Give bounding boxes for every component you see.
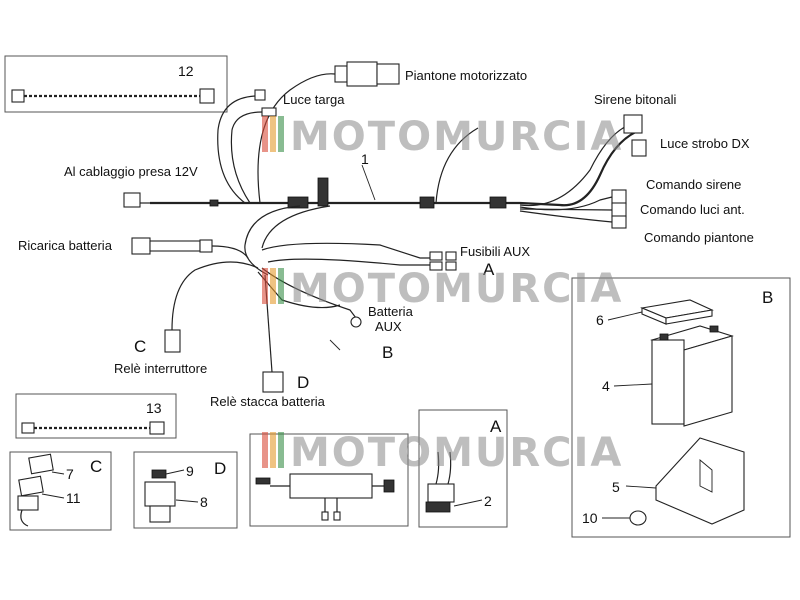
label-comando-piantone: Comando piantone	[644, 230, 754, 245]
letter-d-detail: D	[214, 459, 226, 478]
label-fusibili-aux: Fusibili AUX	[460, 244, 530, 259]
label-luce-targa: Luce targa	[283, 92, 345, 107]
watermark-text-1: MOTOMURCIA	[290, 114, 623, 160]
letter-b-main: B	[382, 343, 393, 362]
label-comando-sirene: Comando sirene	[646, 177, 741, 192]
detail-c-box	[9, 451, 112, 531]
detail-b-box	[571, 277, 791, 538]
label-rele-stacca-batteria: Relè stacca batteria	[210, 394, 326, 409]
watermark-3: MOTOMURCIA	[262, 430, 623, 476]
letter-b-detail: B	[762, 288, 773, 307]
label-al-cablaggio-presa: Al cablaggio presa 12V	[64, 164, 198, 179]
label-batteria-aux-line2: AUX	[375, 319, 402, 334]
fuse-connector-detail	[425, 451, 455, 513]
rele-interruttore-detail	[17, 453, 54, 527]
fuse-detail-box	[249, 433, 409, 527]
fuse-holder-detail	[255, 473, 395, 521]
rele-stacca-detail	[144, 469, 176, 523]
letter-a-detail: A	[490, 417, 502, 436]
number-5: 5	[612, 479, 620, 495]
harness-12	[11, 88, 215, 104]
main-harness	[123, 61, 647, 393]
detail-d-box	[133, 451, 238, 529]
number-2: 2	[484, 493, 492, 509]
label-piantone-motorizzato: Piantone motorizzato	[405, 68, 527, 83]
number-11: 11	[66, 490, 81, 506]
number-4: 4	[602, 378, 610, 394]
number-7: 7	[66, 466, 74, 482]
part-13-box	[15, 393, 177, 439]
letter-a-main: A	[483, 260, 495, 279]
number-8: 8	[200, 494, 208, 510]
number-1: 1	[361, 151, 369, 167]
label-comando-luci: Comando luci ant.	[640, 202, 745, 217]
detail-a-box	[418, 409, 508, 528]
label-luce-strobo-dx: Luce strobo DX	[660, 136, 750, 151]
part-12-box	[4, 55, 228, 113]
watermark-text-2: MOTOMURCIA	[290, 266, 623, 312]
number-12: 12	[178, 63, 194, 79]
watermark-1: MOTOMURCIA	[262, 114, 623, 160]
harness-13	[21, 421, 165, 435]
label-rele-interruttore: Relè interruttore	[114, 361, 207, 376]
label-sirene-bitonali: Sirene bitonali	[594, 92, 676, 107]
label-batteria-aux-line1: Batteria	[368, 304, 414, 319]
letter-c-main: C	[134, 337, 146, 356]
number-10: 10	[582, 510, 598, 526]
letter-d-main: D	[297, 373, 309, 392]
number-13: 13	[146, 400, 162, 416]
watermark-2: MOTOMURCIA	[262, 266, 623, 312]
number-9: 9	[186, 463, 194, 479]
label-ricarica-batteria: Ricarica batteria	[18, 238, 113, 253]
letter-c-detail: C	[90, 457, 102, 476]
number-6: 6	[596, 312, 604, 328]
battery-group	[629, 299, 745, 526]
watermark-text-3: MOTOMURCIA	[290, 430, 623, 476]
